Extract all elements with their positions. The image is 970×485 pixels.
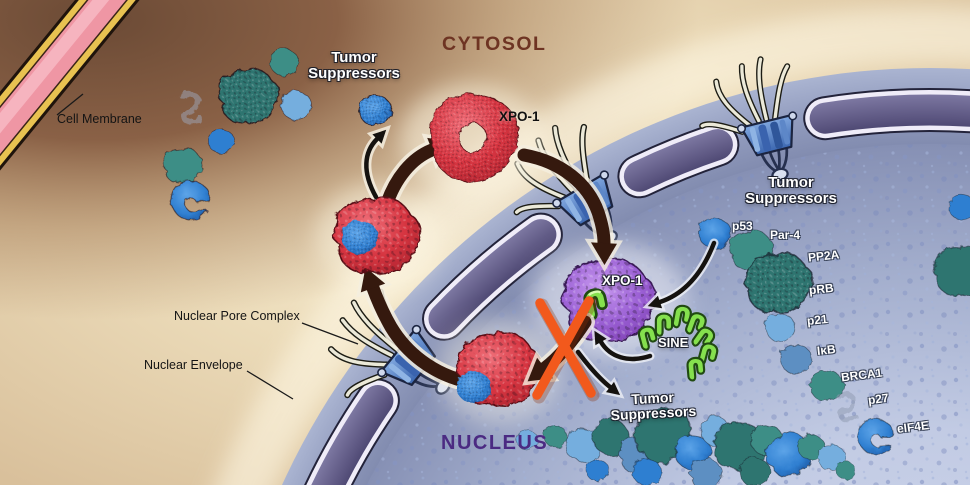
- release-arrow: [361, 125, 391, 202]
- leader-lines: [56, 93, 359, 400]
- sine-binding-arrow: [591, 325, 655, 364]
- cell-membrane: [0, 0, 140, 171]
- xpo1-cargo-complex-nucleus: [454, 331, 542, 408]
- xpo1-sine-bound-protein: [560, 257, 657, 343]
- ts-binding-attempt-arrow: [642, 238, 719, 312]
- retention-arrow: [573, 347, 625, 399]
- nuclear-envelope: [304, 88, 970, 485]
- sine-molecule-bound: [581, 286, 611, 321]
- export-arrow: [356, 260, 478, 392]
- import-arrow: [514, 145, 623, 272]
- xpo1-cargo-complex-cytosol: [331, 196, 421, 275]
- nuclear-rim-glow: [216, 7, 970, 485]
- blocked-x-icon: [532, 296, 600, 404]
